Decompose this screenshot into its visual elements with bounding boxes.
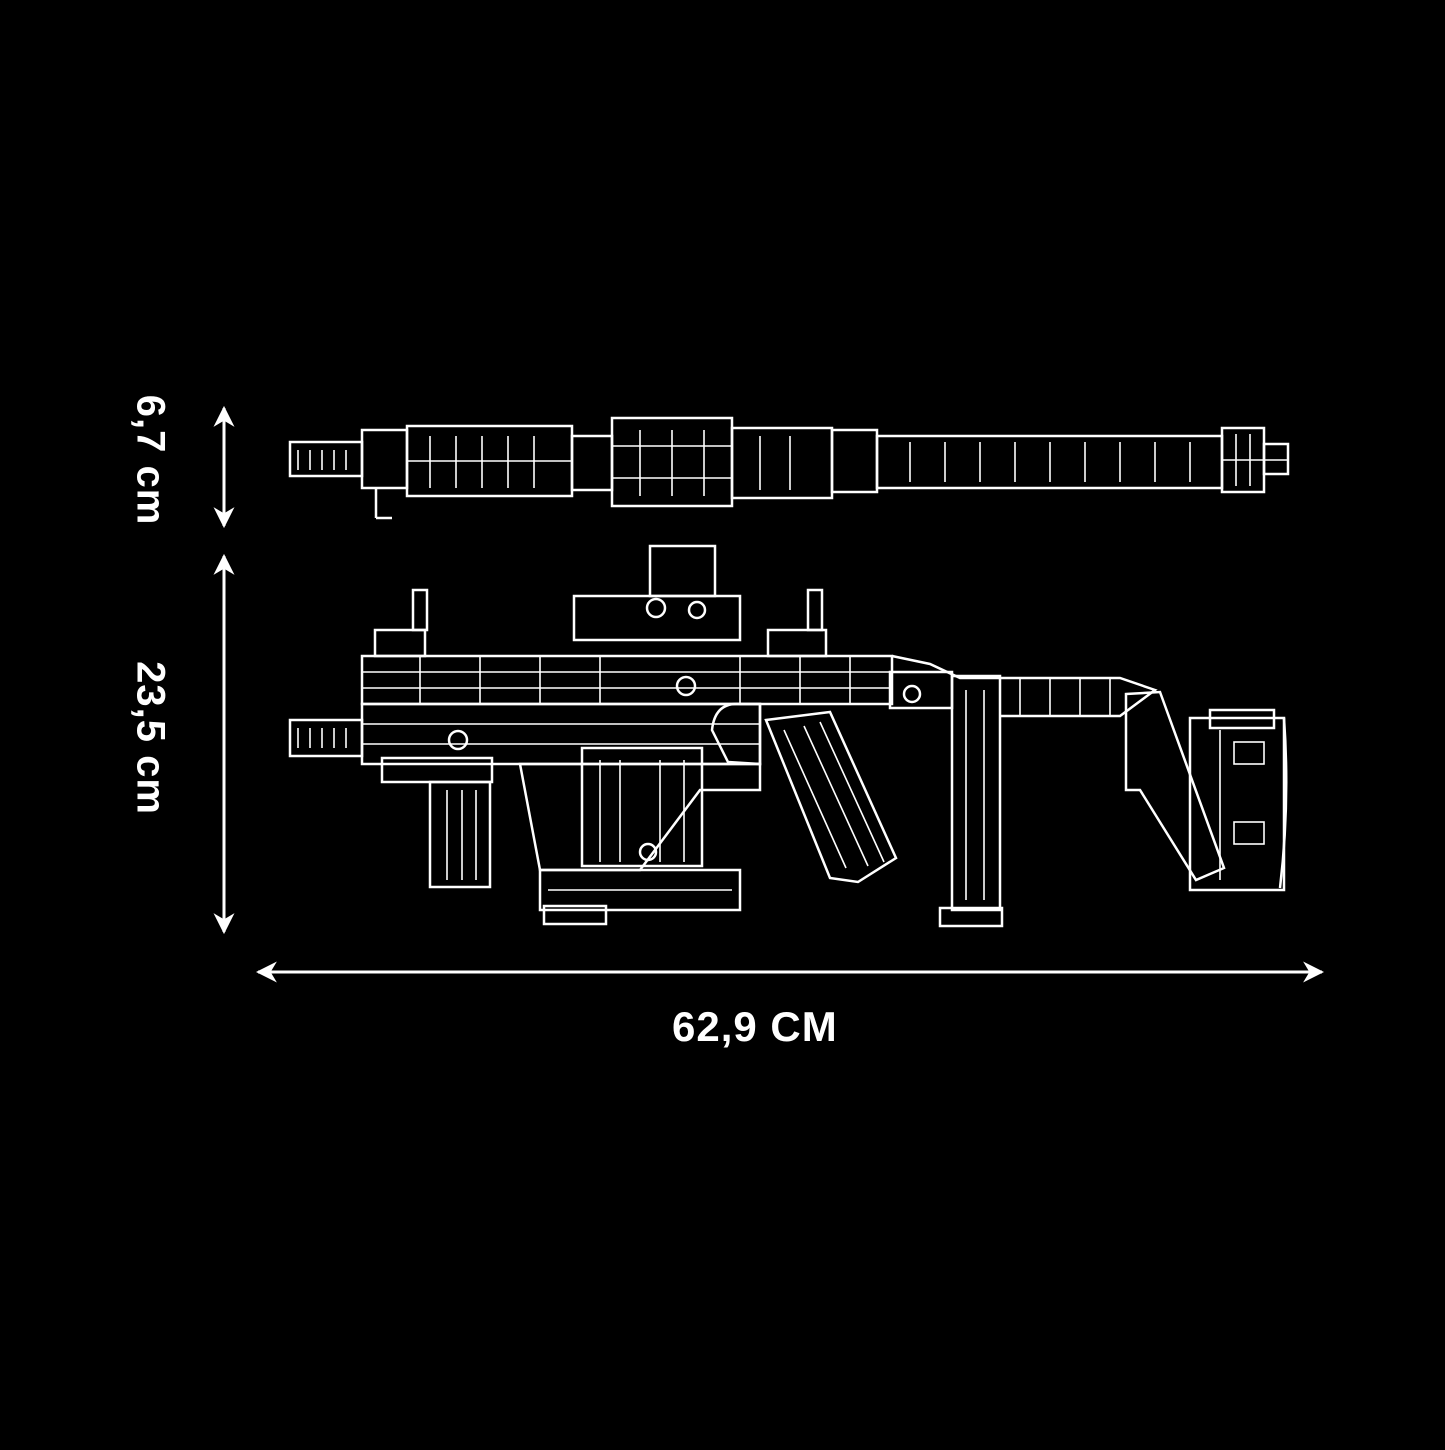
top-view-detail-lines (297, 430, 1288, 496)
side-view-detail-lines (297, 656, 1265, 900)
gun-side-view (288, 544, 1288, 928)
overall-length-label: 62,9 CM (672, 1003, 838, 1050)
gun-top-view (288, 416, 1290, 520)
top-view-height-label: 6,7 cm (128, 394, 173, 526)
side-view-height-label: 23,5 cm (128, 661, 173, 815)
